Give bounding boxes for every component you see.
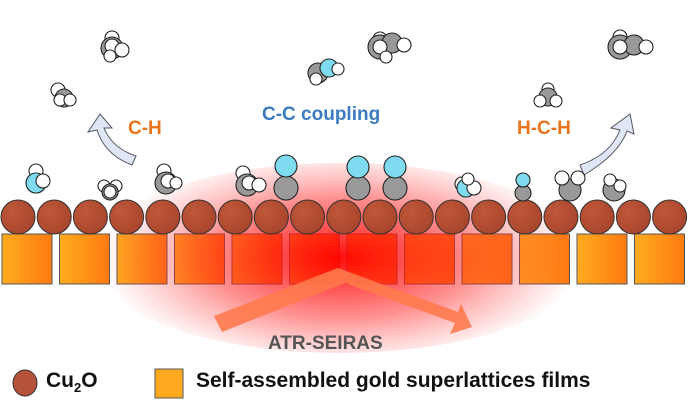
cu2o-particle [181, 199, 217, 235]
hydrogen-atom [103, 49, 117, 63]
hydrogen-atom [379, 50, 393, 64]
oxygen-atom [383, 155, 407, 179]
molecule [273, 154, 299, 201]
cu2o-particle [109, 199, 145, 235]
gold-superlattice-square [1, 233, 53, 285]
curved-arrow-left [86, 113, 137, 166]
hydrogen-atom [63, 93, 77, 107]
cu2o-subscript: 2 [74, 380, 82, 396]
molecule [50, 82, 77, 108]
molecule [533, 82, 563, 108]
oxygen-atom [274, 154, 298, 178]
atr-seiras-label: ATR-SEIRAS [268, 333, 383, 354]
gold-legend-icon [154, 368, 184, 399]
cu2o-suffix: O [81, 369, 98, 392]
carbon-atom [273, 175, 299, 201]
hydrogen-atom [549, 94, 563, 108]
molecule [454, 172, 482, 198]
cu2o-particle [145, 199, 181, 235]
cu2o-particle [471, 199, 507, 235]
hydrogen-atom [396, 37, 412, 53]
molecule [382, 155, 408, 201]
cu2o-particle [543, 199, 579, 235]
cu2o-particle [398, 199, 434, 235]
cu2o-particle [217, 199, 253, 235]
cu2o-particle [652, 199, 688, 235]
cu2o-particle [290, 199, 326, 235]
cu2o-particle [362, 199, 398, 235]
hydrogen-atom [103, 185, 117, 199]
c-c-coupling-label: C-C coupling [262, 104, 381, 125]
cu2o-prefix: Cu [46, 369, 74, 392]
molecule [554, 170, 586, 202]
oxygen-atom [346, 155, 370, 179]
hydrogen-atom [35, 173, 51, 189]
molecule [367, 31, 412, 64]
hydrogen-atom [612, 39, 628, 55]
cu2o-particle [0, 199, 36, 235]
molecule [307, 58, 345, 86]
curved-arrow-right [579, 113, 635, 176]
hydrogen-atom [251, 177, 267, 193]
cu2o-particle [615, 199, 651, 235]
cu2o-particle [579, 199, 615, 235]
oxygen-atom [515, 172, 531, 188]
gold-superlattice-square [634, 233, 685, 285]
cu2o-particle [434, 199, 470, 235]
carbon-atom [345, 175, 371, 201]
h-c-h-label: H-C-H [517, 118, 571, 139]
adsorbed-molecules [25, 29, 654, 202]
hydrogen-atom [613, 179, 627, 193]
reflected-beam [338, 268, 472, 334]
hydrogen-atom [638, 39, 654, 55]
cu2o-particle [72, 199, 108, 235]
molecule [97, 179, 123, 201]
molecule [154, 163, 183, 195]
hydrogen-atom [114, 42, 130, 58]
molecule [602, 173, 627, 202]
cu2o-layer [0, 199, 688, 235]
incident-beam [214, 268, 345, 332]
molecule [345, 155, 371, 201]
hydrogen-atom [372, 39, 388, 55]
hydrogen-atom [603, 173, 617, 187]
c-h-label: C-H [128, 118, 162, 139]
legend-icons [12, 368, 184, 399]
ir-beam-arrows [214, 268, 472, 334]
hydrogen-atom [570, 170, 586, 186]
hydrogen-atom [169, 176, 183, 190]
hydrogen-atom [309, 72, 323, 86]
hydrogen-atom [554, 170, 570, 186]
cu2o-legend-label: Cu2O [46, 369, 98, 395]
cu2o-particle [507, 199, 543, 235]
molecule [514, 172, 532, 202]
cu2o-legend-icon [12, 369, 38, 397]
molecule [100, 30, 130, 63]
hydrogen-atom [461, 172, 475, 186]
hydrogen-atom [331, 62, 345, 76]
molecule [235, 165, 267, 197]
molecule [25, 163, 51, 194]
cu2o-particle [36, 199, 72, 235]
cu2o-particle [253, 199, 289, 235]
hydrogen-atom [533, 94, 547, 108]
carbon-atom [382, 175, 408, 201]
cu2o-particle [326, 199, 362, 235]
molecule [607, 29, 654, 60]
gold-films-legend-label: Self-assembled gold superlattices films [196, 369, 591, 392]
